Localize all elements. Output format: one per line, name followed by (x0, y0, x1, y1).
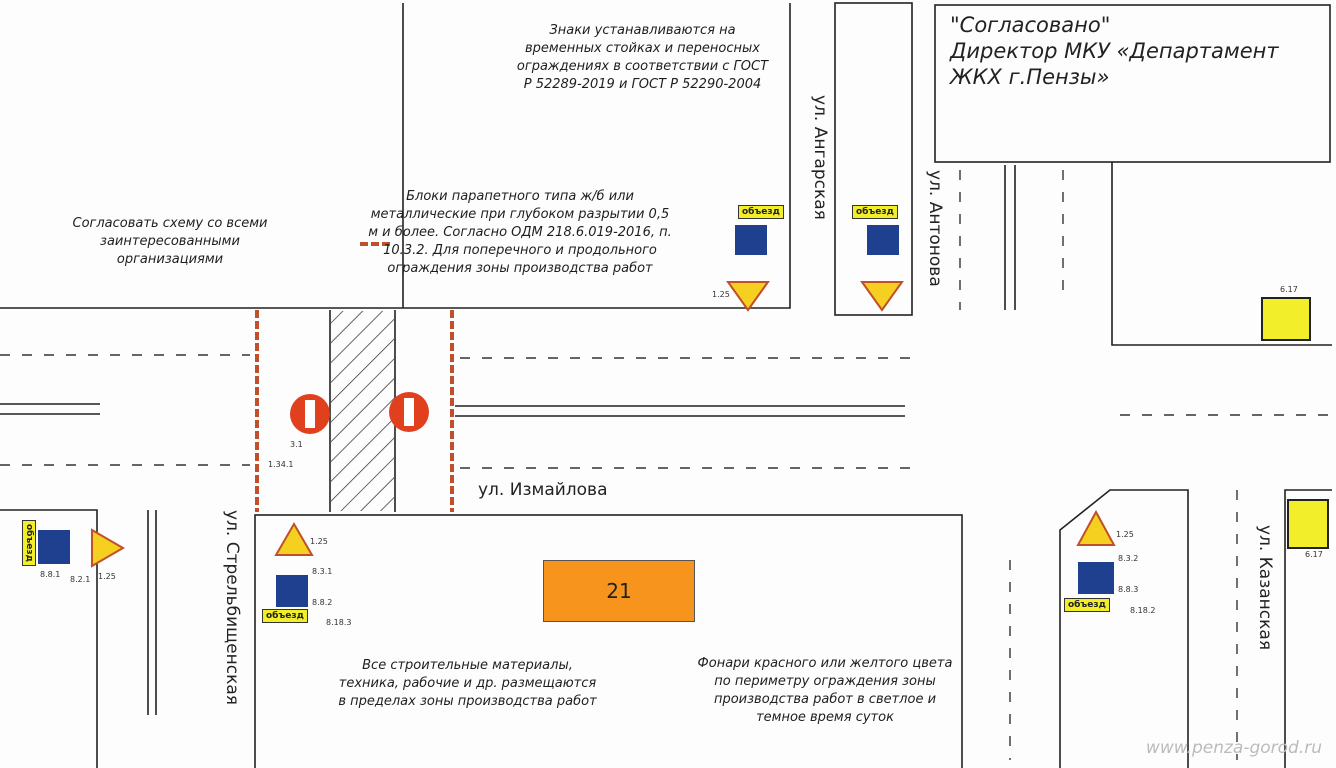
sign-label: 8.3.1 (312, 567, 333, 576)
approval-line-3: ЖКХ г.Пензы» (950, 65, 1110, 89)
watermark: www.penza-gorod.ru (1145, 738, 1322, 758)
block-bottom-right (1059, 489, 1189, 768)
sign-label: 1.25 (1116, 530, 1134, 539)
sign-label: 1.25 (98, 572, 116, 581)
block-bottom-center (254, 514, 963, 768)
barriers-note: Блоки парапетного типа ж/б или металличе… (368, 189, 672, 276)
lane-dashes (0, 170, 1330, 760)
detour-sign: объезд (738, 205, 784, 219)
approval-line-1: "Согласовано" (950, 13, 1111, 37)
detour-sign: объезд (852, 205, 898, 219)
street-strelbishchenskaya: ул. Стрельбищенская (222, 510, 242, 706)
sign-label: 3.1 (290, 440, 303, 449)
approval-stamp: "Согласовано" Директор МКУ «Департамент … (950, 12, 1279, 90)
crosswalk (331, 311, 394, 511)
street-angarskaya: ул. Ангарская (810, 95, 830, 220)
block-top-left (0, 3, 791, 309)
sign-label: 8.18.2 (1130, 606, 1156, 615)
sign-label: 6.17 (1305, 550, 1323, 559)
detour-sign: объезд (1064, 598, 1110, 612)
sign-label: 1.25 (712, 290, 730, 299)
approval-box (934, 4, 1331, 163)
no-entry-east (389, 392, 429, 432)
sign-label: 8.3.2 (1118, 554, 1139, 563)
street-izmailova: ул. Измайлова (478, 480, 608, 500)
sign-label: 8.18.3 (326, 618, 352, 627)
coordinate-note: Согласовать схему со всеми заинтересован… (72, 216, 268, 267)
materials-note: Все строительные материалы, техника, раб… (338, 658, 597, 709)
block-top-mid (834, 2, 913, 316)
centre-double-line (0, 403, 905, 715)
detour-sign: объезд (22, 520, 36, 566)
signs-note: Знаки устанавливаются на временных стойк… (516, 23, 769, 92)
sign-label: 8.2.1 (70, 575, 91, 584)
sign-label: 1.34.1 (268, 460, 294, 469)
sign-label: 1.25 (310, 537, 328, 546)
sign-label: 8.8.3 (1118, 585, 1139, 594)
block-far-right (1284, 489, 1332, 768)
blue-signs (38, 225, 1114, 607)
approval-line-2: Директор МКУ «Департамент (950, 39, 1279, 63)
sign-label: 8.8.2 (312, 598, 333, 607)
sign-label: 6.17 (1280, 285, 1298, 294)
lights-note: Фонари красного или желтого цвета по пер… (697, 656, 953, 725)
road-work-signs (91, 281, 1116, 568)
street-antonova: ул. Антонова (925, 170, 945, 287)
detour-sign: объезд (262, 609, 308, 623)
no-entry-west (290, 394, 330, 434)
block-bottom-left (0, 509, 98, 768)
street-kazanskaya: ул. Казанская (1255, 525, 1275, 651)
block-top-right (1111, 162, 1332, 346)
yellow-6-17-signs (1261, 297, 1329, 549)
lot-21: 21 (543, 560, 695, 622)
sign-label: 8.8.1 (40, 570, 61, 579)
